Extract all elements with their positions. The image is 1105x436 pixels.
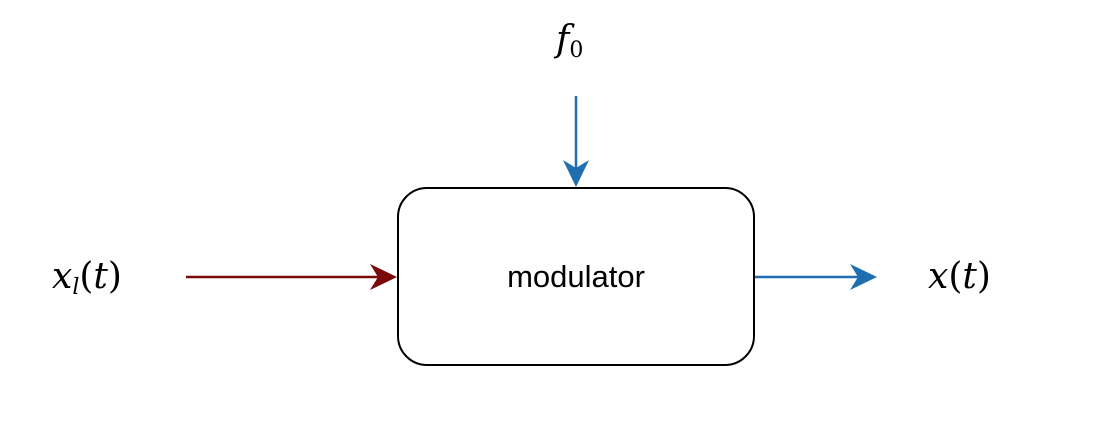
carrier-frequency-label: f0 <box>556 22 583 62</box>
output-signal-label: x(t) <box>928 256 991 297</box>
input-arrow <box>186 264 397 290</box>
output-signal-var: x <box>928 256 949 297</box>
modulator-block: modulator <box>397 187 755 366</box>
output-signal-arg: t <box>962 256 977 297</box>
carrier-frequency-var: f <box>556 19 570 60</box>
carrier-arrow <box>563 96 589 187</box>
input-signal-var: x <box>52 256 73 297</box>
input-signal-label: xl(t) <box>52 256 122 300</box>
input-signal-arg: t <box>93 256 108 297</box>
input-signal-sub: l <box>72 275 80 300</box>
carrier-frequency-sub: 0 <box>569 38 584 63</box>
modulator-label: modulator <box>507 258 645 294</box>
output-arrow <box>755 264 877 290</box>
